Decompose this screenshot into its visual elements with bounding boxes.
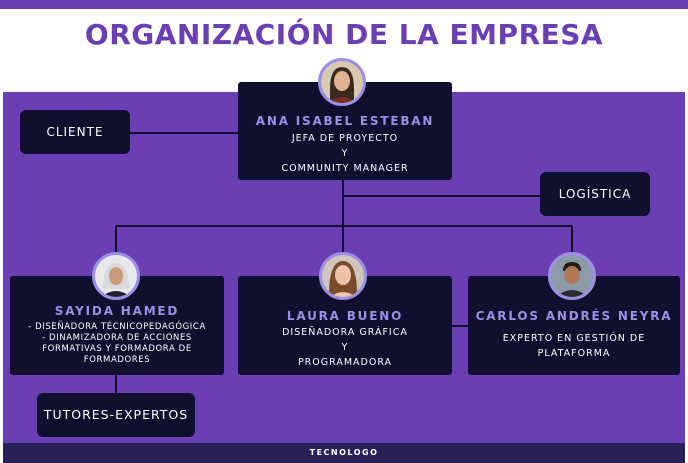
- node-lead-role-3: COMMUNITY MANAGER: [238, 161, 452, 176]
- avatar-carlos: [548, 252, 596, 300]
- node-logistics-label: LOGÍSTICA: [559, 187, 632, 201]
- person-icon: [551, 255, 593, 297]
- person-icon: [95, 255, 137, 297]
- node-laura-role-1: DISEÑADORA GRÁFICA: [238, 325, 452, 340]
- node-client-label: CLIENTE: [46, 125, 103, 139]
- avatar-laura: [319, 252, 367, 300]
- node-carlos-name: CARLOS ANDRÉS NEYRA: [468, 309, 680, 323]
- node-carlos-role-2: PLATAFORMA: [468, 346, 680, 361]
- node-lead-role-2: Y: [238, 146, 452, 161]
- node-laura-name: LAURA BUENO: [238, 309, 452, 323]
- node-laura-role-3: PROGRAMADORA: [238, 355, 452, 370]
- footer-text: TECNOLOGO: [310, 448, 379, 457]
- node-tutors: TUTORES-EXPERTOS: [37, 393, 195, 437]
- node-lead-name: ANA ISABEL ESTEBAN: [238, 114, 452, 128]
- node-laura-role-2: Y: [238, 340, 452, 355]
- footer-bar: TECNOLOGO: [3, 443, 685, 463]
- person-icon: [322, 255, 364, 297]
- node-sayida-name: SAYIDA HAMED: [10, 304, 224, 318]
- node-tutors-label: TUTORES-EXPERTOS: [44, 407, 188, 422]
- node-sayida-role-4: FORMADORES: [10, 355, 224, 366]
- node-sayida-role-2: - DINAMIZADORA DE ACCIONES: [10, 333, 224, 344]
- node-sayida-role-1: - DISEÑADORA TÉCNICOPEDAGÓGICA: [10, 322, 224, 333]
- node-client: CLIENTE: [20, 110, 130, 154]
- avatar-sayida: [92, 252, 140, 300]
- person-icon: [321, 61, 363, 103]
- node-lead-role-1: JEFA DE PROYECTO: [238, 131, 452, 146]
- node-carlos-role-1: EXPERTO EN GESTIÓN DE: [468, 331, 680, 346]
- node-sayida-role-3: FORMATIVAS Y FORMADORA DE: [10, 344, 224, 355]
- node-logistics: LOGÍSTICA: [540, 172, 650, 216]
- avatar-lead: [318, 58, 366, 106]
